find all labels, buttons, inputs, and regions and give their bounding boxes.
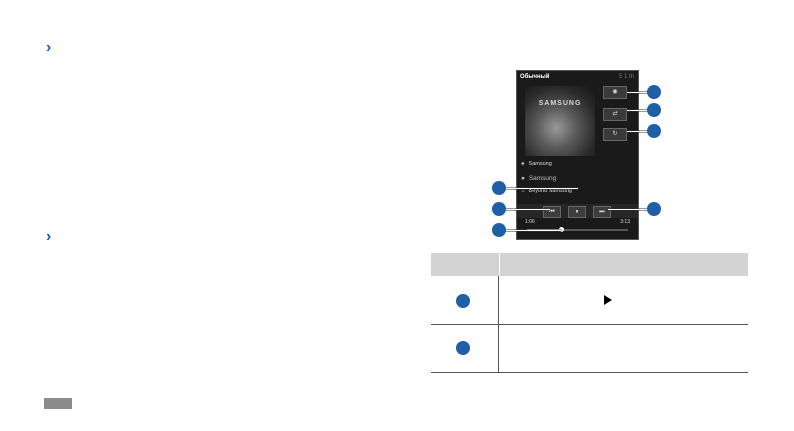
- equalizer-button[interactable]: ◉: [603, 86, 627, 99]
- shuffle-icon: ⇄: [612, 111, 618, 117]
- callout-line-7: [506, 230, 561, 231]
- callout-line-4: [506, 188, 578, 189]
- album-art: SAMSUNG: [525, 86, 595, 156]
- section-chevron-2: ›: [46, 228, 52, 245]
- table-row-2-dot: [456, 341, 470, 355]
- elapsed-time: 1:06: [525, 219, 535, 225]
- table-header: [431, 253, 748, 276]
- shuffle-button[interactable]: ⇄: [603, 108, 627, 121]
- artist-name: Samsung: [528, 161, 552, 167]
- callout-dot-3: [647, 124, 661, 138]
- table-row-divider: [431, 324, 748, 325]
- callout-line-1: [627, 92, 648, 93]
- callout-line-3: [627, 131, 648, 132]
- previous-icon: ⏮: [549, 209, 555, 215]
- callout-dot-6: [647, 202, 661, 216]
- music-player-screenshot: Обычный 5 1 th SAMSUNG ◉ ⇄ ↻ ♣ Samsung ●…: [516, 70, 639, 240]
- track-name: Beyond Samsung: [528, 188, 572, 194]
- repeat-button[interactable]: ↻: [603, 128, 627, 141]
- artist-line: ♣ Samsung: [521, 161, 552, 167]
- progress-handle[interactable]: [559, 227, 565, 232]
- next-button[interactable]: ⏭: [593, 206, 611, 218]
- status-time: 5 1 th: [618, 74, 634, 80]
- playlist-title: Обычный: [520, 74, 550, 80]
- callout-dot-2: [647, 103, 661, 117]
- total-time: 3:13: [620, 219, 630, 225]
- artist-icon: ♣: [521, 161, 525, 167]
- equalizer-icon: ◉: [612, 89, 618, 95]
- album-line: ● Samsung: [521, 175, 556, 182]
- note-icon: ♫: [521, 188, 526, 194]
- pause-icon: ⏸: [575, 209, 579, 215]
- callout-line-5: [506, 209, 550, 210]
- pause-button[interactable]: ⏸: [568, 206, 586, 218]
- album-name: Samsung: [528, 175, 557, 182]
- previous-button[interactable]: ⏮: [543, 206, 561, 218]
- play-icon: [604, 295, 612, 305]
- track-line: ♫ Beyond Samsung: [521, 188, 572, 194]
- album-logo: SAMSUNG: [538, 100, 582, 107]
- page-number-tab: [44, 398, 72, 409]
- table-row-1-dot: [456, 294, 470, 308]
- callout-line-2: [627, 110, 648, 111]
- table-bottom-border: [431, 372, 748, 373]
- repeat-icon: ↻: [612, 131, 618, 137]
- section-chevron-1: ›: [46, 39, 52, 56]
- callout-line-6: [608, 209, 648, 210]
- album-icon: ●: [521, 175, 525, 182]
- callout-dot-1: [647, 85, 661, 99]
- callout-dot-7: [492, 223, 506, 237]
- next-icon: ⏭: [599, 209, 605, 215]
- table-header-divider: [499, 253, 500, 276]
- callout-dot-4: [492, 181, 506, 195]
- callout-dot-5: [492, 202, 506, 216]
